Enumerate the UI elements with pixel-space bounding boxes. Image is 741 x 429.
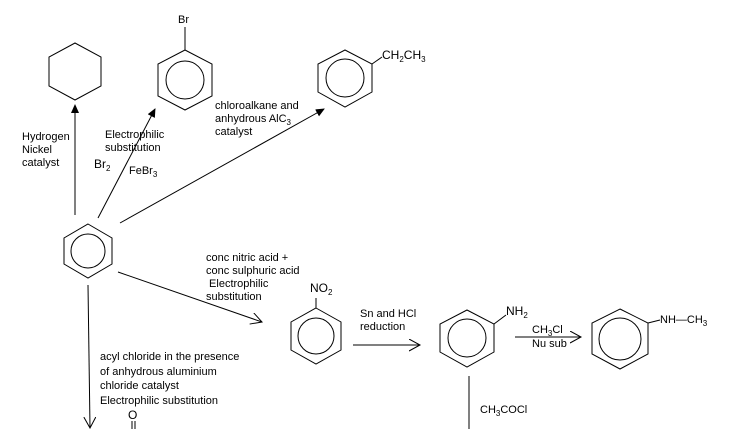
ethyl-bond bbox=[371, 56, 383, 65]
reduction-conditions: Sn and HCl reduction bbox=[360, 308, 417, 333]
arrow-down-acylation bbox=[88, 284, 90, 428]
aniline-ring bbox=[439, 309, 507, 368]
methylation-type: Nu sub bbox=[532, 338, 567, 350]
nhch3-label: NH—CH3 bbox=[660, 314, 708, 328]
bromination-type: Electrophilic substitution bbox=[105, 129, 165, 154]
arrow-to-ethylbenzene bbox=[119, 108, 325, 224]
acylation-conditions: acyl chloride in the presence of anhydro… bbox=[100, 351, 240, 407]
no2-label: NO2 bbox=[310, 281, 333, 297]
arrow-to-nitrobenzene bbox=[117, 271, 262, 322]
ethyl-label: CH2CH3 bbox=[382, 48, 426, 64]
arrow-to-bromobenzene bbox=[97, 108, 156, 219]
br-label: Br bbox=[178, 14, 189, 26]
nitrobenzene-ring bbox=[290, 298, 342, 365]
febr3-catalyst: FeBr3 bbox=[129, 165, 158, 179]
bromine-reagent: Br2 bbox=[94, 157, 111, 173]
ethylbenzene-ring bbox=[317, 49, 383, 108]
nh2-bond bbox=[493, 314, 507, 325]
acetylation-reagent: CH3COCl bbox=[480, 404, 528, 418]
bromobenzene-ring bbox=[157, 27, 213, 111]
nh2-label: NH2 bbox=[506, 304, 528, 320]
nhch3-bond bbox=[647, 319, 661, 324]
hydrogenation-conditions: Hydrogen Nickel catalyst bbox=[22, 131, 70, 169]
alkylation-conditions: chloroalkane and anhydrous AlC3 catalyst bbox=[215, 100, 299, 138]
nitration-conditions: conc nitric acid + conc sulphuric acid E… bbox=[206, 252, 300, 303]
carbonyl-oxygen-label: O bbox=[128, 408, 138, 422]
n-methylaniline-ring bbox=[591, 308, 661, 370]
methylation-reagent: CH3Cl bbox=[532, 324, 563, 338]
benzene-ring bbox=[63, 223, 113, 279]
cyclohexane-ring bbox=[48, 42, 102, 101]
